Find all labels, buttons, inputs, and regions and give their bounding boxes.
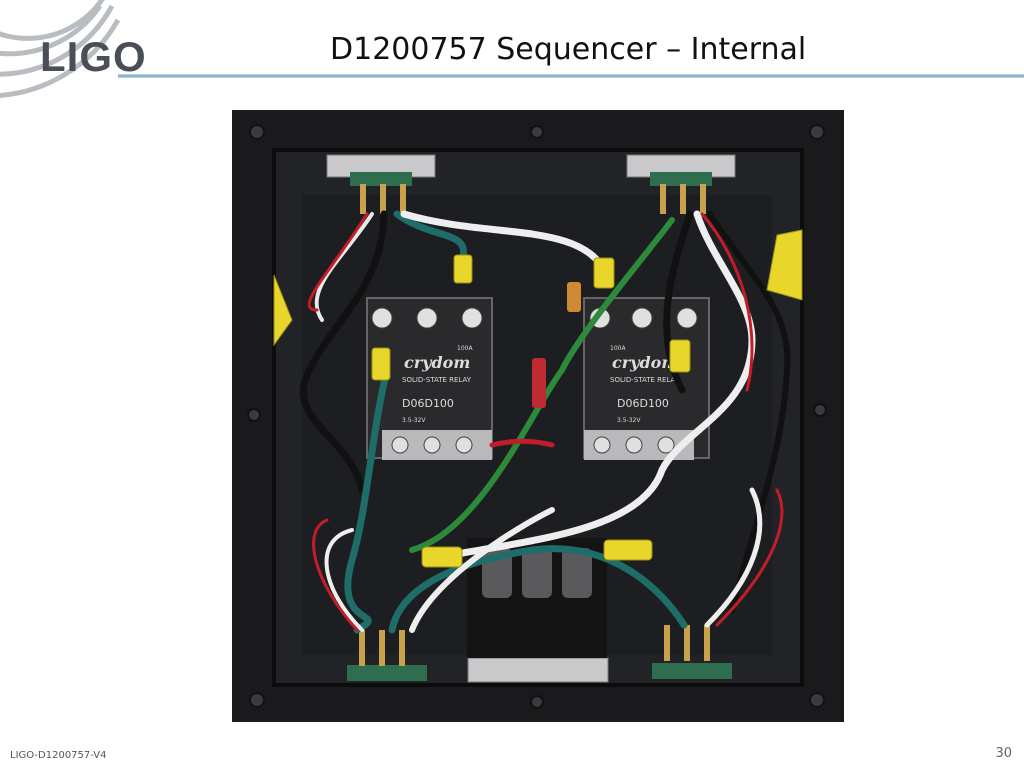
relay-right-input: 3.5-32V [617,417,641,424]
relay-right-output: 100A [610,345,626,352]
relay-right-model: D06D100 [617,397,669,410]
relay-left-input: 3.5-32V [402,417,426,424]
relay-left-subtitle: SOLID-STATE RELAY [402,376,472,384]
ligo-logo: LIGO [40,33,147,80]
relay-right-brand: crydom [612,353,678,372]
slide-title: D1200757 Sequencer – Internal [330,32,807,67]
footer-page-number: 30 [995,746,1012,761]
relay-left-model: D06D100 [402,397,454,410]
relay-left-brand: crydom [404,353,470,372]
relay-right-subtitle: SOLID-STATE RELAY [610,376,680,384]
footer-document-id: LIGO-D1200757-V4 [10,750,107,761]
title-rule [118,74,1024,78]
logo-arcs-graphic [0,0,120,99]
sequencer-internal-photo: crydom SOLID-STATE RELAY D06D100 100A 3.… [232,110,844,722]
relay-left-output: 100A [457,345,473,352]
